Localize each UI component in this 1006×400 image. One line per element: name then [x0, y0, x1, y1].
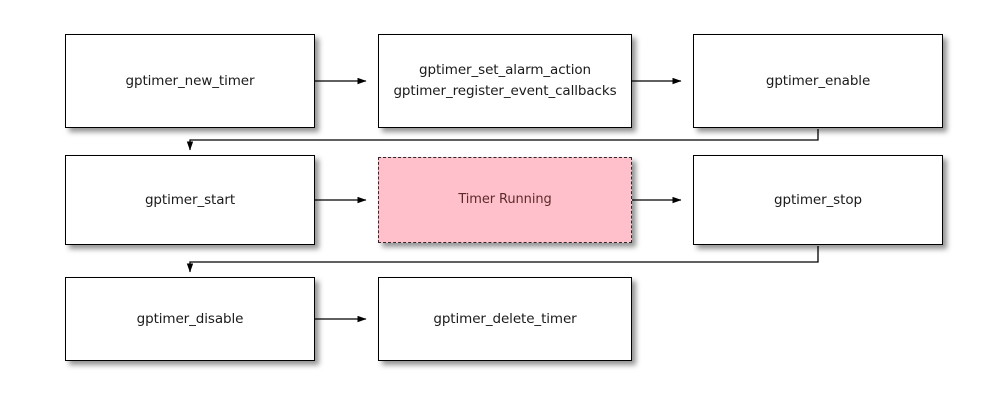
node-label-line-1: gptimer_set_alarm_action [419, 62, 591, 79]
node-label: Timer Running [458, 191, 552, 207]
node-label: gptimer_enable [765, 72, 871, 89]
node-gptimer-enable[interactable]: gptimer_enable [693, 34, 943, 128]
node-gptimer-new-timer[interactable]: gptimer_new_timer [65, 34, 315, 128]
node-gptimer-disable[interactable]: gptimer_disable [65, 277, 315, 361]
node-label: gptimer_start [144, 191, 236, 208]
node-gptimer-stop[interactable]: gptimer_stop [693, 155, 943, 245]
node-gptimer-start[interactable]: gptimer_start [65, 155, 315, 245]
edge-stop-to-disable [186, 246, 819, 273]
node-label: gptimer_disable [136, 310, 244, 327]
node-gptimer-delete-timer[interactable]: gptimer_delete_timer [378, 277, 632, 361]
node-gptimer-set-alarm-action[interactable]: gptimer_set_alarm_action gptimer_registe… [378, 34, 632, 128]
node-label: gptimer_stop [774, 191, 862, 208]
node-timer-running-state[interactable]: Timer Running [378, 157, 632, 243]
node-label: gptimer_new_timer [125, 72, 255, 89]
node-label: gptimer_delete_timer [433, 310, 577, 327]
edge-enable-to-start [186, 129, 819, 151]
node-label-line-2: gptimer_register_event_callbacks [393, 83, 617, 99]
